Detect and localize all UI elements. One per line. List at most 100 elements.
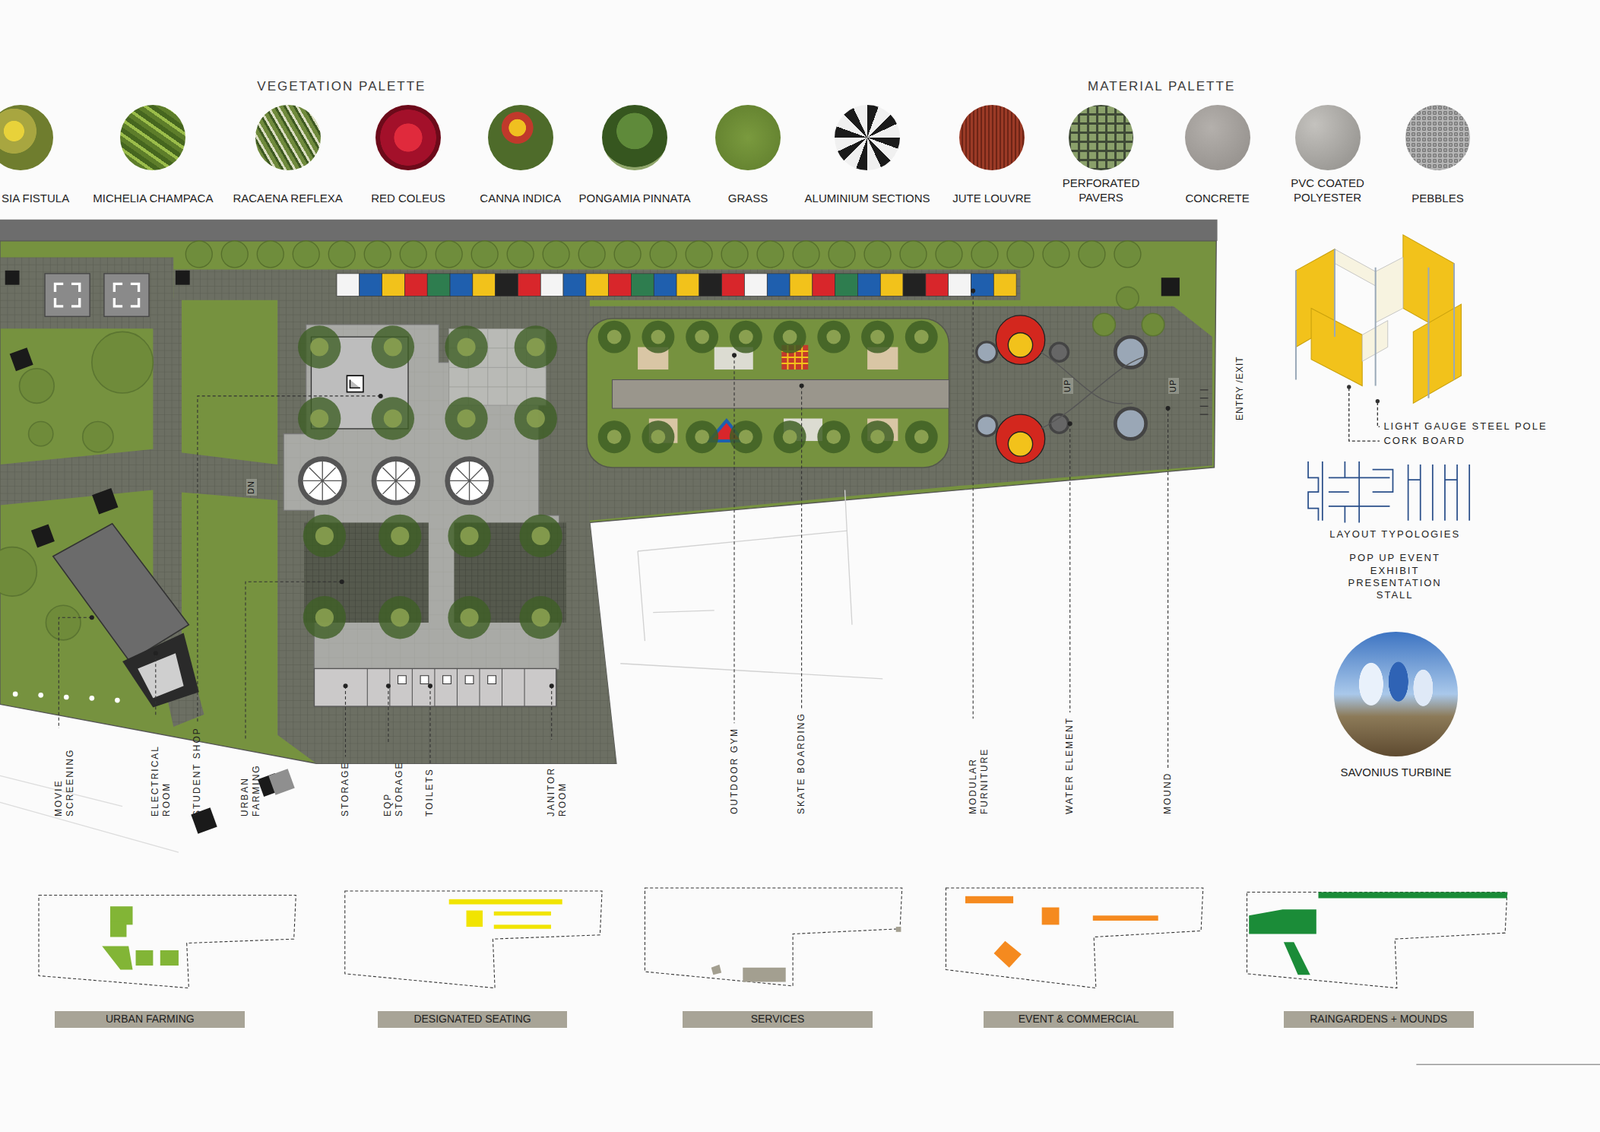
gym-skate-zone [586,315,1209,468]
band-label: SERVICES [750,1012,805,1027]
shrub [729,320,763,354]
vent-circle [444,456,494,505]
leader-line [1167,408,1169,768]
mound [1116,286,1140,310]
bench-block [404,273,428,297]
tree-canopy [1114,240,1141,268]
tree-outline [91,331,154,393]
leader-line [551,685,552,740]
palm-core [310,408,329,428]
tree-canopy [506,240,534,268]
zone-seating [449,899,563,929]
leader-dot [1375,399,1380,403]
callout-label: WATER ELEMENT [1064,716,1076,815]
paving-path [173,269,1021,301]
zone-event [994,940,1022,968]
annotation-label: CORK BOARD [1383,434,1465,447]
student-shop [122,632,200,707]
zone-seating [466,910,483,927]
band-label: DESIGNATED SEATING [413,1012,531,1027]
vent-circle [371,456,421,505]
tree-canopy [1078,240,1106,268]
callout-label: TOILETS [424,767,436,817]
swatch-label: PERFORATED PAVERS [1053,176,1149,206]
entry-steps [1200,389,1209,415]
shrub-core [607,429,622,444]
palm-canopy [519,514,562,558]
shrub [685,420,719,454]
water-element [1049,414,1068,433]
palm-core [459,608,479,627]
shrub [598,420,631,454]
swatch-label: ALUMINIUM SECTIONS [804,191,931,206]
leader-line [1069,423,1071,713]
zone-event [1042,907,1060,926]
annotation-label: POP UP EVENT EXHIBIT PRESENTATION STALL [1341,551,1448,602]
edge-lights [114,697,121,704]
bins [91,487,118,514]
tree-canopy [792,240,820,268]
bench-block [744,273,767,297]
leader-dot [970,288,976,294]
water-element [1115,408,1146,439]
tree-canopy [1007,240,1034,268]
shrub [641,320,675,354]
leader-line [801,386,802,709]
bench-block [722,273,745,297]
student-shop-floor [137,652,184,698]
shrub-core [738,329,754,345]
leader-line [155,652,156,717]
swatch-label: SAVONIUS TURBINE [1340,765,1452,780]
layout-typologies [1308,461,1470,523]
palette-swatch: PEBBLES [1405,104,1471,171]
steel-pole [1295,249,1455,399]
palette-swatch: PONGAMIA PINNATA [601,104,668,171]
swatch-label: JUTE LOUVRE [952,191,1031,206]
zone-band: DESIGNATED SEATING [377,1010,568,1028]
bench-block [517,273,541,297]
callout-label: STUDENT SHOP [191,726,203,817]
water-element [976,336,1147,439]
zone-outline [1247,891,1508,988]
tree-outline [0,547,37,596]
vent-circle [297,456,347,505]
shrub [861,320,894,354]
palm-canopy [519,595,562,639]
palm-core [315,608,334,627]
zone-band: URBAN FARMING [54,1010,245,1028]
swatch-label: RACAENA REFLEXA [232,191,343,206]
site-lawn [0,240,1217,764]
shrub-core [738,429,754,444]
vent-circle [303,461,343,501]
water-channel [1040,351,1143,429]
band-label: URBAN FARMING [105,1012,195,1027]
zone-outline [945,887,1203,989]
bench-block [449,273,473,297]
tree-canopy [721,240,748,268]
bins [31,523,55,548]
palm-canopy [444,396,488,440]
callout-label: ENTRY /EXIT [1234,356,1246,422]
palm-core [315,526,334,545]
zone-seating [449,899,563,905]
shrub-core [870,429,885,444]
band-label: RAINGARDENS + MOUNDS [1309,1012,1448,1027]
tree-canopy [364,240,391,268]
tree-canopy [685,240,713,268]
callout-label: MOUND [1162,772,1174,815]
tree-canopy [399,240,427,268]
tree-canopy [899,240,927,268]
tree-canopy [292,240,320,268]
palm-core [459,526,479,545]
zone-urban-farming [136,950,154,966]
zone-seating [494,924,552,929]
palm-core [390,526,409,545]
vent-circle [449,461,489,501]
vent-circle [297,456,495,505]
road [0,219,1218,241]
palm-canopy [514,325,558,368]
callout-label: DN [246,479,257,497]
swatch-label: CANNA INDICA [479,191,561,206]
tree-outline [82,421,114,453]
